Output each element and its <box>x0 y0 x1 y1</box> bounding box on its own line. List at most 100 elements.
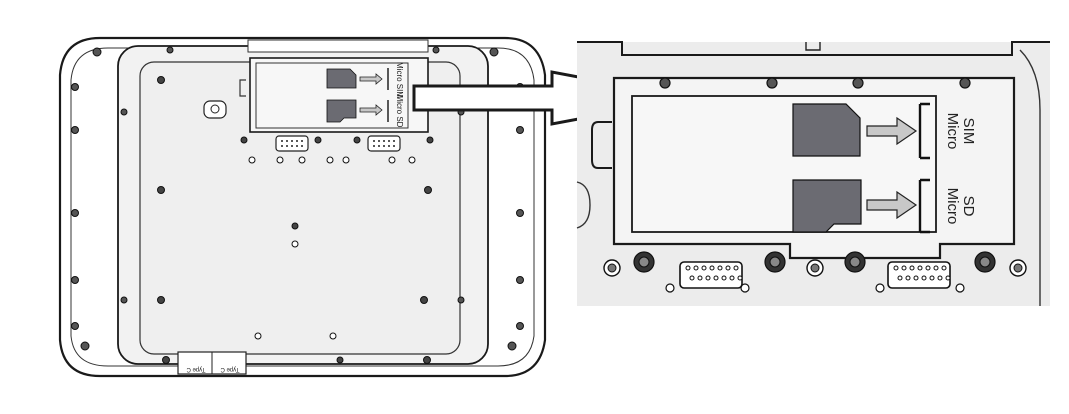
hole <box>326 156 334 164</box>
connector-pin <box>689 275 695 281</box>
detail-top-screws <box>659 77 971 89</box>
screw <box>162 356 170 364</box>
port-right-label: Type C <box>220 366 240 372</box>
hole <box>408 156 416 164</box>
screw <box>959 77 971 89</box>
sd-card <box>326 99 357 123</box>
screw <box>120 296 128 304</box>
screw <box>291 222 299 230</box>
connector-pin <box>917 265 923 271</box>
detail-top-edge <box>577 41 1050 56</box>
screw <box>71 276 79 284</box>
overview-micro-sim-label: Micro SIM <box>395 62 404 98</box>
connector-pin <box>733 265 739 271</box>
top-hinge <box>247 39 429 53</box>
connector-pin <box>941 265 947 271</box>
screw <box>852 77 864 89</box>
screw <box>424 186 432 194</box>
device-back-view: Micro SIM Micro SD Type C Type C <box>58 36 547 378</box>
hole <box>254 332 262 340</box>
connector-pin <box>725 265 731 271</box>
screw <box>507 341 517 351</box>
screw <box>432 46 440 54</box>
screw <box>166 46 174 54</box>
card-slot-cover-inner <box>255 62 409 129</box>
sd-arrow <box>359 104 383 116</box>
connector-pin <box>945 275 951 281</box>
connector-pin <box>685 265 691 271</box>
connector-pin <box>705 275 711 281</box>
screw <box>336 356 344 364</box>
connector-pin <box>921 275 927 281</box>
connector-pin <box>717 265 723 271</box>
connector-pin <box>697 275 703 281</box>
screw <box>71 322 79 330</box>
connector-pin <box>901 265 907 271</box>
detail-connector-pins <box>685 265 951 281</box>
screw <box>92 47 102 57</box>
screw <box>426 136 434 144</box>
connector-right-pins <box>373 140 395 147</box>
hole <box>388 156 396 164</box>
sim-card <box>326 68 357 89</box>
detail-sd-slot <box>918 178 930 234</box>
detail-bottom-holes <box>665 283 965 293</box>
connector-left <box>275 135 309 152</box>
port-left-label: Type C <box>186 366 206 372</box>
connector-left-pins <box>281 140 303 147</box>
cover-tab <box>239 79 246 97</box>
hole <box>955 283 965 293</box>
connector-pin <box>925 265 931 271</box>
screw <box>240 136 248 144</box>
sim-arrow <box>359 73 383 85</box>
screw <box>314 136 322 144</box>
connector-pin <box>737 275 743 281</box>
connector-pin <box>913 275 919 281</box>
connector-pin <box>713 275 719 281</box>
connector-pin <box>721 275 727 281</box>
detail-micro-sim-line1: Micro <box>944 113 961 150</box>
hole <box>329 332 337 340</box>
connector-pin <box>897 275 903 281</box>
detail-micro-sd-line1: Micro <box>944 188 961 225</box>
overview-micro-sd-label: Micro SD <box>395 95 404 128</box>
screw <box>71 83 79 91</box>
screw <box>420 296 428 304</box>
connector-pin <box>937 275 943 281</box>
screw <box>457 296 465 304</box>
screw <box>120 108 128 116</box>
detail-sd-card <box>792 179 862 233</box>
detail-zoom-view: Micro SIM Micro SD <box>576 41 1050 306</box>
hole <box>291 240 299 248</box>
detail-right-edge <box>1019 49 1041 306</box>
connector-pin <box>729 275 735 281</box>
connector-pin <box>909 265 915 271</box>
hole <box>342 156 350 164</box>
detail-left-curve <box>576 181 591 229</box>
detail-notch <box>805 42 821 51</box>
connector-pin <box>893 265 899 271</box>
detail-cover-tab <box>591 121 612 169</box>
detail-sim-card <box>792 103 861 157</box>
screw <box>423 356 431 364</box>
screw <box>516 126 524 134</box>
connector-pin <box>709 265 715 271</box>
screw <box>157 186 165 194</box>
device-bezel <box>70 47 535 367</box>
connector-right <box>367 135 401 152</box>
screw <box>71 209 79 217</box>
latch-hole <box>210 104 220 114</box>
screw <box>157 76 165 84</box>
connector-pin <box>905 275 911 281</box>
screw <box>157 296 165 304</box>
connector-pin <box>693 265 699 271</box>
screw <box>80 341 90 351</box>
hole <box>875 283 885 293</box>
hole <box>248 156 256 164</box>
detail-sim-arrow <box>866 116 918 146</box>
detail-micro-sim-line2: SIM <box>960 118 977 145</box>
screw <box>766 77 778 89</box>
screw <box>659 77 671 89</box>
hole <box>665 283 675 293</box>
